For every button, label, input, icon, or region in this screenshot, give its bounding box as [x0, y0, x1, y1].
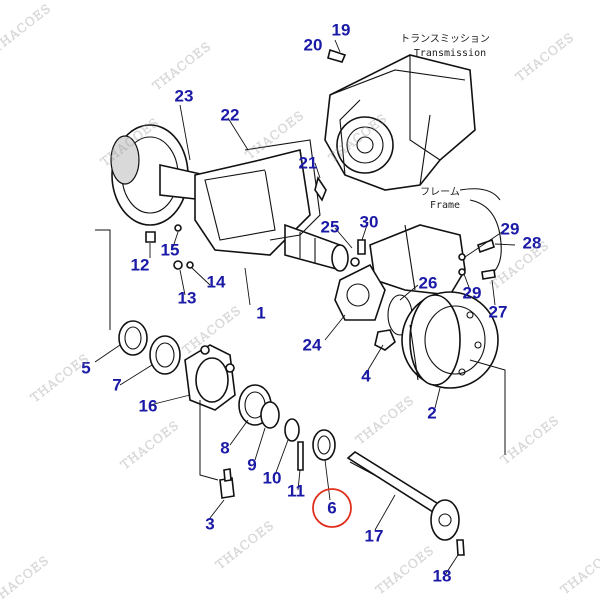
- callout-11: 11: [287, 481, 305, 501]
- bolt-27: [481, 269, 496, 280]
- callout-18: 18: [432, 566, 452, 586]
- bolt-28: [477, 238, 495, 254]
- callout-7: 7: [112, 375, 122, 395]
- seal-6: [312, 429, 336, 461]
- callout-16: 16: [138, 396, 158, 416]
- note-frame-jp: フレーム: [420, 187, 460, 198]
- bolt-12: [145, 231, 156, 243]
- washer-9: [260, 401, 280, 429]
- seal-5: [118, 320, 148, 356]
- callout-25: 25: [320, 217, 340, 237]
- highlight-ring: [312, 488, 352, 528]
- callout-28: 28: [522, 233, 542, 253]
- callout-2: 2: [427, 403, 437, 423]
- pin-21: [314, 176, 327, 202]
- callout-15: 15: [160, 240, 180, 260]
- callout-1: 1: [256, 303, 266, 323]
- note-frame-en: Frame: [429, 200, 461, 211]
- brake-drum: [401, 291, 499, 389]
- callout-3: 3: [205, 514, 215, 534]
- callout-24: 24: [302, 335, 322, 355]
- callout-17: 17: [364, 526, 384, 546]
- bolt-18: [456, 539, 465, 556]
- callout-21: 21: [298, 153, 318, 173]
- nut-14: [186, 261, 194, 269]
- hub-carrier: [334, 257, 386, 321]
- callout-10: 10: [262, 468, 282, 488]
- callout-23: 23: [174, 86, 194, 106]
- callout-30: 30: [359, 212, 379, 232]
- washer-13: [173, 260, 183, 270]
- drive-flange: [110, 124, 206, 226]
- washer-10: [284, 418, 300, 442]
- bolt-3: [219, 468, 235, 499]
- note-transmission-en: Transmission: [413, 48, 487, 59]
- callout-5: 5: [81, 358, 91, 378]
- axle-shaft: [346, 451, 460, 541]
- callout-8: 8: [220, 438, 230, 458]
- callout-22: 22: [220, 105, 240, 125]
- washer-29a: [458, 253, 466, 261]
- frame-bracket: [369, 188, 502, 296]
- callout-29-lower: 29: [462, 283, 482, 303]
- callout-27: 27: [488, 302, 508, 322]
- callout-12: 12: [130, 255, 150, 275]
- callout-14: 14: [206, 272, 226, 292]
- transmission-housing: [324, 54, 476, 191]
- callout-4: 4: [361, 366, 371, 386]
- fitting-30: [357, 239, 366, 255]
- axle-housing: [194, 149, 349, 272]
- gasket-plate: [244, 139, 321, 241]
- bearing-7: [149, 335, 181, 375]
- callout-13: 13: [177, 288, 197, 308]
- washer-15: [174, 224, 182, 232]
- note-transmission-jp: トランスミッション: [400, 34, 490, 45]
- callout-19: 19: [331, 20, 351, 40]
- bolt-11: [297, 441, 304, 471]
- callout-29-upper: 29: [500, 219, 520, 239]
- bolt-19: [327, 48, 347, 63]
- callout-20: 20: [303, 35, 323, 55]
- callout-6: 6: [327, 498, 337, 518]
- nut-4: [374, 329, 396, 351]
- washer-29b: [458, 268, 466, 276]
- callout-26: 26: [418, 273, 438, 293]
- callout-9: 9: [247, 455, 257, 475]
- wheel-hub: [184, 344, 236, 411]
